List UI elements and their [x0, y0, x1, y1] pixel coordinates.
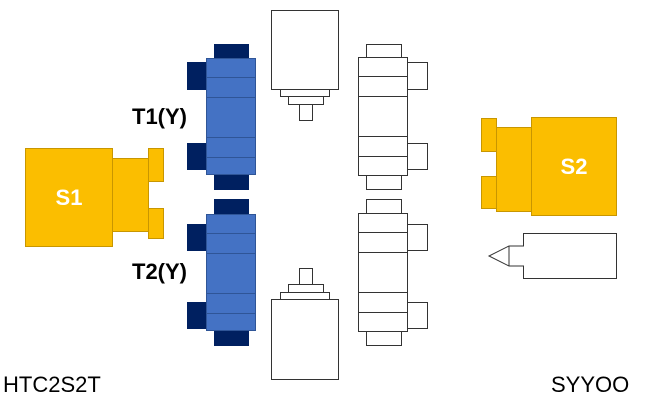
- upper-outline-right-tab-lower: [407, 143, 428, 170]
- turret-t2-top-cap: [214, 199, 249, 215]
- upper-tool-housing: [271, 10, 339, 90]
- turret-t1-top-cap: [214, 44, 249, 60]
- lower-outline-bottom-cap: [366, 331, 402, 346]
- turret-t2-bottom-cap: [214, 331, 249, 346]
- lower-outline-right-tab-upper: [407, 224, 428, 251]
- lower-outline-right-tab-lower: [407, 302, 428, 329]
- upper-tool-tip: [299, 104, 313, 121]
- spindle-s2-body: [531, 117, 617, 216]
- lower-outline-body: [358, 213, 408, 332]
- spindle-s2-jaw-bottom: [481, 176, 497, 209]
- spindle-s1-label: S1: [55, 184, 83, 210]
- spindle-s2-label: S2: [560, 153, 588, 179]
- model-label-right: SYYOO: [551, 372, 630, 397]
- turret-t2-left-tab-upper: [187, 224, 207, 251]
- lower-outline-top-cap: [366, 199, 402, 214]
- lower-tool-housing: [271, 299, 339, 380]
- tailstock: [487, 233, 617, 279]
- turret-t1-label: T1(Y): [132, 104, 187, 129]
- spindle-s2-neck: [496, 127, 532, 212]
- turret-t2-body: [206, 214, 256, 331]
- turret-t2-label: T2(Y): [132, 259, 187, 284]
- upper-outline-right-tab-upper: [407, 62, 428, 90]
- spindle-s1-neck: [112, 158, 149, 232]
- turret-t1-body: [206, 58, 256, 175]
- turret-t2-left-tab-lower: [187, 302, 207, 329]
- lower-tool-tip: [299, 268, 313, 285]
- turret-t1-left-tab-upper: [187, 62, 207, 90]
- upper-outline-bottom-cap: [366, 175, 402, 190]
- upper-outline-top-cap: [366, 44, 402, 58]
- turret-t1-left-tab-lower: [187, 143, 207, 170]
- spindle-s1-jaw-bottom: [148, 208, 164, 239]
- spindle-s2-jaw-top: [481, 118, 497, 152]
- model-label-left: HTC2S2T: [3, 372, 101, 397]
- upper-outline-body: [358, 57, 408, 176]
- spindle-s1-jaw-top: [148, 148, 164, 182]
- turret-t1-bottom-cap: [214, 175, 249, 190]
- spindle-s1-body: [25, 148, 113, 247]
